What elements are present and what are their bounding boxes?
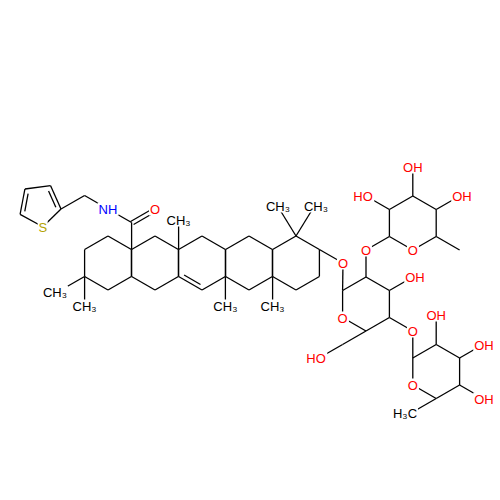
atom-label: CH₃ [265,200,291,213]
bond [202,277,225,291]
bond [272,250,273,277]
bond [155,277,178,291]
atom-label: O [337,311,349,324]
bond [178,250,179,277]
atom-label: O [149,203,161,216]
bond [436,210,437,237]
bond [25,186,51,189]
bond [296,210,312,236]
bond [436,385,459,399]
bond [108,236,131,250]
bond [84,250,85,277]
bond [225,250,226,277]
atom-label: O [360,244,372,257]
bond [131,250,132,277]
atom-label: OH [473,392,495,405]
bond [366,277,389,291]
bond [436,345,459,359]
atom-label: HO [352,190,374,203]
bond [20,189,25,214]
bond [226,277,249,291]
bond [108,277,131,291]
bond [51,186,61,209]
bond [389,196,412,210]
atom-label: OH [402,161,424,174]
bond [319,250,320,277]
bond [132,277,155,291]
atom-label: HO [305,352,327,365]
bond [25,194,28,212]
bond [343,277,366,291]
bond [273,236,296,250]
atom-label: O [407,244,419,257]
atom-label: S [37,220,48,233]
bond [343,331,366,345]
bond [272,250,273,277]
atom-label: OH [473,338,495,351]
bond [131,223,132,250]
atom-label: OH [425,309,447,322]
bond [85,236,108,250]
bond [132,236,155,250]
bond [389,210,390,237]
bond [296,277,319,291]
bond [184,275,200,284]
atom-label: OH [404,271,426,284]
bond [366,318,389,332]
bond [413,196,436,210]
bond [225,250,226,277]
bond [280,210,296,236]
bond [131,250,132,277]
bond [249,236,272,250]
atom-label: CH₃ [260,300,286,313]
bond [202,236,225,250]
atom-label: CH₃ [166,214,192,227]
bond [85,277,108,291]
atom-label: NH [98,203,119,216]
bond [436,237,459,251]
bond [459,358,460,385]
bond [178,250,179,277]
atom-label: CH₃ [303,200,329,213]
bond [436,318,437,345]
atom-label: O [407,325,419,338]
bond [413,345,436,359]
bond [155,236,178,250]
atom-label: CH₃ [212,300,238,313]
bond [249,277,272,291]
bond [389,291,390,318]
atom-label: O [337,257,349,270]
bond [226,236,249,250]
bond [178,223,179,250]
atom-label: O [407,379,419,392]
atom-label: CH₃ [72,300,98,313]
atom-label: OH [451,190,473,203]
atom-label: H₃C [392,407,418,420]
bond [273,277,296,291]
bond [61,196,85,210]
atom-label: CH₃ [42,286,68,299]
bond [49,191,56,207]
bond [296,236,319,250]
bond [179,236,202,250]
